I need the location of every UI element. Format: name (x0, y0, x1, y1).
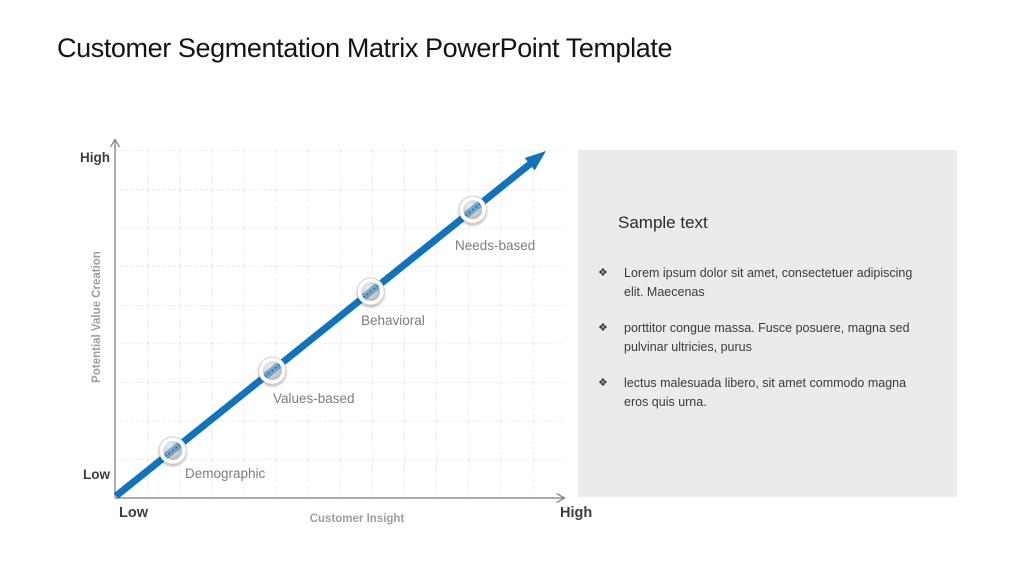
bullet-text: Lorem ipsum dolor sit amet, consectetuer… (624, 266, 913, 299)
y-axis-title: Potential Value Creation (91, 251, 103, 383)
list-item: ❖ Lorem ipsum dolor sit amet, consectetu… (598, 264, 932, 301)
x-axis-tick-low: Low (119, 505, 148, 521)
list-item: ❖ porttitor congue massa. Fusce posuere,… (598, 319, 932, 356)
x-axis-title: Customer Insight (309, 513, 405, 525)
x-axis-tick-high: High (560, 505, 593, 521)
bullet-text: porttitor congue massa. Fusce posuere, m… (624, 321, 910, 354)
y-axis-tick-high: High (80, 150, 110, 165)
marker-demographic-icon (159, 437, 186, 464)
trend-arrow-shaft (113, 161, 533, 499)
trend-arrow-head-icon (524, 151, 546, 171)
y-axis-tick-low: Low (83, 467, 110, 482)
marker-needs-based-icon (459, 196, 486, 223)
marker-behavioral-icon (357, 278, 384, 305)
y-axis-arrowhead-icon (109, 138, 121, 148)
panel-heading: Sample text (618, 213, 708, 232)
marker-values-based-icon (259, 357, 286, 384)
diamond-bullet-icon: ❖ (598, 377, 608, 389)
point-label-demographic: Demographic (185, 466, 266, 481)
segmentation-chart (109, 138, 566, 504)
slide-title: Customer Segmentation Matrix PowerPoint … (57, 33, 673, 63)
point-label-values-based: Values-based (273, 391, 355, 406)
diamond-bullet-icon: ❖ (598, 322, 608, 334)
sample-text-panel: Sample text ❖ Lorem ipsum dolor sit amet… (578, 150, 957, 497)
bullet-text: lectus malesuada libero, sit amet commod… (624, 376, 907, 409)
list-item: ❖ lectus malesuada libero, sit amet comm… (598, 374, 932, 411)
bullet-list: ❖ Lorem ipsum dolor sit amet, consectetu… (598, 264, 932, 429)
point-label-needs-based: Needs-based (455, 238, 536, 253)
point-label-behavioral: Behavioral (361, 313, 425, 328)
diamond-bullet-icon: ❖ (598, 267, 608, 279)
x-axis-arrowhead-icon (556, 492, 566, 504)
